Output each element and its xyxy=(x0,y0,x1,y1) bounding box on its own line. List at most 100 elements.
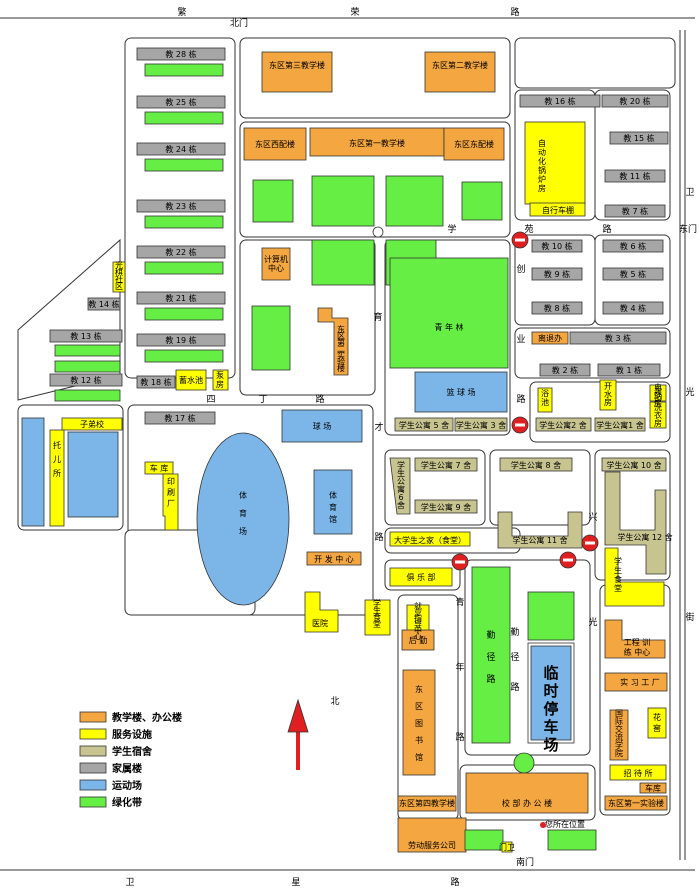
canteen2-label-1: 生 xyxy=(614,565,622,575)
jiao15-label: 教 15 栋 xyxy=(623,133,654,143)
factory-label: 实 习 工 厂 xyxy=(620,677,660,687)
dorm7 xyxy=(414,457,478,472)
club xyxy=(389,567,453,587)
boiler2-label-2: 锅 xyxy=(654,390,662,400)
legend-label-3: 家属楼 xyxy=(112,762,142,775)
bath xyxy=(537,387,553,413)
cai-0: 才 xyxy=(374,421,383,433)
jiao9-box xyxy=(531,267,583,281)
east-gate: 东门 xyxy=(679,223,697,235)
no-entry-bar-3 xyxy=(563,558,573,562)
stadium-label-0: 体 xyxy=(239,490,247,500)
jiao10-box xyxy=(531,239,583,253)
guangji-label-3: 区 xyxy=(115,282,123,291)
buildings xyxy=(21,47,669,853)
dorm6-label-2: 公 xyxy=(397,477,405,486)
dorm5 xyxy=(394,417,454,432)
green-g xyxy=(251,305,291,371)
employment-label-0: 就 xyxy=(414,601,422,611)
you-are-here-label: 您所在位置 xyxy=(545,819,585,829)
laundry xyxy=(649,401,667,429)
parking-label-2: 停 xyxy=(543,700,558,718)
employment-label-1: 业 xyxy=(414,607,422,617)
flower-label-0: 花 xyxy=(653,712,661,722)
teaching4 xyxy=(397,795,457,812)
road-top-2: 路 xyxy=(510,6,519,18)
legend-label-2: 学生宿舍 xyxy=(112,745,153,758)
parking-label-1: 时 xyxy=(543,682,558,700)
library-label-0: 东 xyxy=(415,684,423,694)
laundry-label-0: 洗 xyxy=(654,402,662,412)
lab2-label-2: 第 xyxy=(337,337,345,347)
labels: 教 28 栋教 25 栋教 24 栋教 23 栋教 22 栋教 21 栋教 19… xyxy=(53,6,697,888)
jiao25-label: 教 25 栋 xyxy=(165,97,196,107)
no-entry-bar-4 xyxy=(455,560,465,564)
gate-room xyxy=(501,841,513,853)
admin-label: 校 部 办 公 楼 xyxy=(502,798,552,808)
teaching4-label: 东区第四教学楼 xyxy=(399,798,455,808)
jiao12-box xyxy=(49,373,123,387)
jiao7-box xyxy=(604,204,666,218)
jiao23-box xyxy=(136,199,226,213)
dev-center-label: 开 发 中 心 xyxy=(314,554,354,564)
jiao12-green-a xyxy=(54,360,121,373)
garage2 xyxy=(639,782,667,794)
jiao11-box xyxy=(604,169,666,183)
pump-box xyxy=(212,369,229,391)
lab2-label-6: 楼 xyxy=(337,363,345,373)
qinjing-label-1: 径 xyxy=(486,651,495,663)
jiao4-box xyxy=(602,301,664,315)
guangji-label-2: 社 xyxy=(115,274,123,284)
third-teaching xyxy=(261,51,333,93)
dorm1-label: 学生公寓1 舍 xyxy=(596,420,644,430)
bath-label-1: 池 xyxy=(541,397,549,407)
dorm1 xyxy=(594,417,646,432)
dorm7-label: 学生公寓 7 舍 xyxy=(421,460,471,470)
jiao25-box xyxy=(136,95,226,109)
stadium xyxy=(196,432,290,606)
legend-swatch-4 xyxy=(79,779,107,791)
dorm3 xyxy=(454,417,508,432)
retired-label: 离退办 xyxy=(538,333,562,343)
court-label: 球 场 xyxy=(313,421,332,431)
jiao17-box xyxy=(144,411,216,425)
printing-label-2: 厂 xyxy=(167,499,175,508)
qinjing-label-0: 勤 xyxy=(486,629,495,641)
road-block-2 xyxy=(514,37,676,89)
gym xyxy=(313,469,353,535)
jiao2-box xyxy=(539,363,591,377)
laundry-label-1: 衣 xyxy=(654,410,662,420)
chuangye-2: 路 xyxy=(516,393,525,405)
jiao15-box xyxy=(609,131,669,145)
guangji-label-1: 棋 xyxy=(115,267,123,277)
gate-room-label: 门卫 xyxy=(499,842,515,852)
intl-label-0: 国 xyxy=(615,709,623,718)
qinjing-r0: 勤 xyxy=(510,626,519,638)
boiler xyxy=(524,121,586,205)
legend-label-5: 绿化带 xyxy=(112,796,142,809)
cai-1: 路 xyxy=(374,531,383,543)
jiao6-box xyxy=(602,239,664,253)
hospital-label: 医院 xyxy=(312,618,328,628)
boiler-label-3: 锅 xyxy=(538,165,546,175)
you-are-here-dot xyxy=(540,822,546,828)
dorm8 xyxy=(499,457,573,472)
dorm6-label-5: 舍 xyxy=(397,500,405,510)
garage-label: 车 库 xyxy=(150,463,169,473)
jiao16-box xyxy=(519,94,601,108)
dorm6 xyxy=(389,457,411,515)
qingnian-0: 青 xyxy=(455,596,464,608)
qinjing-r2: 路 xyxy=(510,681,519,693)
road-top-0: 繁 xyxy=(177,6,186,18)
east-wing-label: 东区东配楼 xyxy=(454,139,494,149)
left-sport2 xyxy=(67,431,119,518)
first-teaching xyxy=(309,127,445,157)
lab2-label-0: 东 xyxy=(337,324,345,334)
gym-label-2: 馆 xyxy=(329,514,337,524)
no-entry-bar-1 xyxy=(515,423,525,427)
parking-inner xyxy=(530,645,572,741)
intl-label-2: 交 xyxy=(615,724,623,734)
road-bottom-2: 路 xyxy=(450,876,459,888)
xueyuan-0: 学 xyxy=(447,223,456,235)
